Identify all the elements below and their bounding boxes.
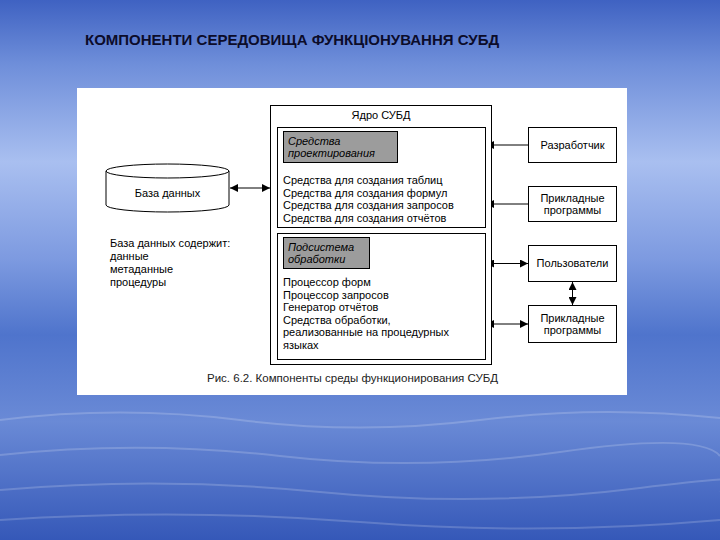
dbms-core-box: Ядро СУБДСредства для создания таблицСре… <box>270 105 492 365</box>
tool-list: Средства для создания таблицСредства для… <box>283 174 483 224</box>
list-item: Процессор форм <box>283 276 459 289</box>
note-text: База данных содержит: <box>110 237 230 250</box>
arrow-connector <box>230 188 270 189</box>
figure-caption: Рис. 6.2. Компоненты среды функционирова… <box>207 372 498 384</box>
actor-box: Разработчик <box>528 127 617 163</box>
note-text: данные <box>110 250 149 263</box>
cylinder-label-area: База данных <box>105 179 230 207</box>
database-cylinder: База данных <box>105 163 230 213</box>
arrow-connector <box>486 204 528 205</box>
box-label: Прикладные программы <box>533 192 612 217</box>
list-item: Генератор отчётов <box>283 301 459 314</box>
list-item: Процессор запросов <box>283 289 459 302</box>
list-item: Средства для создания запросов <box>283 199 483 212</box>
list-item: Средства для создания формул <box>283 187 483 200</box>
list-item: Средства для создания таблиц <box>283 174 483 187</box>
tools-group-box: Средства для создания таблицСредства для… <box>277 127 486 228</box>
database-label: База данных <box>135 187 201 200</box>
box-label: Разработчик <box>540 139 604 152</box>
note-text: метаданные <box>110 263 173 276</box>
group-header: Подсистема обработки <box>283 237 370 269</box>
figure-panel: Рис. 6.2. Компоненты среды функционирова… <box>77 88 627 395</box>
program-box: Прикладные программы <box>528 186 617 222</box>
box-label: Пользователи <box>537 257 609 270</box>
tool-list: Процессор формПроцессор запросовГенерато… <box>283 276 459 351</box>
group-heading: Средства проектирования <box>288 135 393 160</box>
core-heading-area: Ядро СУБД <box>271 109 491 122</box>
list-item: Средства обработки, реализованные на про… <box>283 314 459 352</box>
list-item: Средства для создания отчётов <box>283 212 483 225</box>
slide-title: КОМПОНЕНТИ СЕРЕДОВИЩА ФУНКЦІОНУВАННЯ СУБ… <box>85 31 499 48</box>
group-header: Средства проектирования <box>283 131 398 163</box>
actor-box: Пользователи <box>528 245 617 282</box>
arrow-connector <box>486 324 528 325</box>
note-text: процедуры <box>110 276 166 289</box>
box-heading: Ядро СУБД <box>271 109 491 122</box>
box-label: Прикладные программы <box>533 312 612 337</box>
arrow-connector <box>486 263 528 264</box>
arrow-connector <box>486 145 528 146</box>
arrow-connector <box>572 282 573 305</box>
group-heading: Подсистема обработки <box>288 241 365 266</box>
program-box: Прикладные программы <box>528 305 617 343</box>
processing-group-box: Процессор формПроцессор запросовГенерато… <box>277 233 486 360</box>
